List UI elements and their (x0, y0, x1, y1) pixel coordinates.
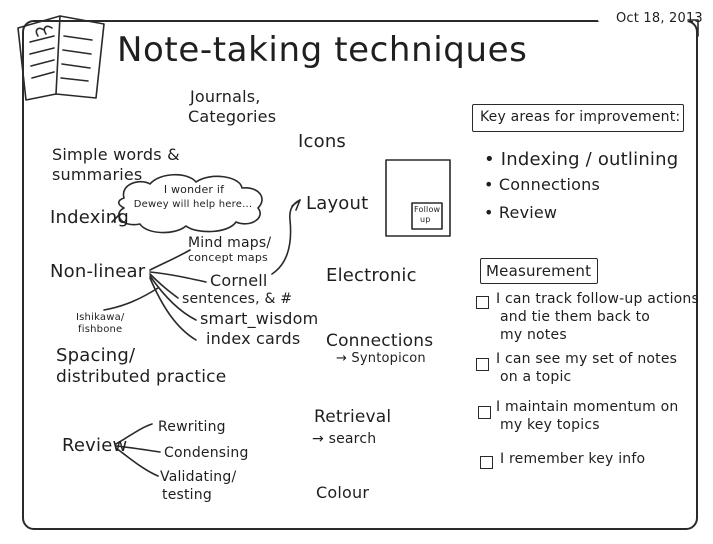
thought-bubble-outline (117, 173, 263, 234)
review-label: Review (62, 435, 128, 456)
bubble-text-line1: I wonder if (163, 183, 225, 196)
measurement-item-2-line2: on a topic (500, 369, 572, 385)
improvement-heading: Key areas for improvement: (480, 109, 681, 125)
layout-label: Layout (306, 193, 369, 214)
measurement-checkbox-4[interactable] (480, 456, 493, 469)
cornell-label: Cornell (210, 271, 268, 290)
improvement-item-connections: • Connections (484, 175, 600, 194)
follow-up-label: Follow (414, 205, 441, 214)
syntopicon-label: → Syntopicon (336, 351, 426, 366)
summaries-label: summaries (52, 165, 143, 184)
electronic-label: Electronic (326, 265, 417, 286)
page-title: Note-taking techniques (117, 30, 528, 70)
page-frame (22, 20, 698, 530)
simple-words-label: Simple words & (52, 145, 180, 164)
non-linear-label: Non-linear (50, 261, 146, 282)
sentences-label: sentences, & # (182, 291, 293, 307)
fishbone-label: fishbone (78, 324, 123, 335)
ishikawa-label: Ishikawa/ (76, 312, 125, 323)
categories-label: Categories (188, 107, 277, 126)
index-cards-label: index cards (206, 329, 301, 348)
journals-label: Journals, (190, 87, 261, 106)
measurement-checkbox-3[interactable] (478, 406, 491, 419)
condensing-label: Condensing (164, 445, 249, 461)
concept-maps-label: concept maps (188, 251, 268, 264)
rewriting-label: Rewriting (158, 419, 226, 435)
improvement-item-indexing: • Indexing / outlining (484, 149, 679, 170)
connections-label: Connections (326, 331, 434, 351)
improvement-item-review: • Review (484, 203, 558, 222)
icons-label: Icons (298, 131, 347, 152)
bubble-text-line2: Dewey will help here... (133, 199, 253, 210)
smart-wisdom-label: smart_wisdom (200, 309, 319, 328)
measurement-heading: Measurement (486, 262, 592, 280)
improvement-heading-box (472, 104, 684, 132)
distributed-practice-label: distributed practice (56, 367, 227, 387)
measurement-checkbox-2[interactable] (476, 358, 489, 371)
measurement-item-1-line1: I can track follow-up actions (496, 291, 699, 307)
measurement-item-3-line2: my key topics (500, 417, 600, 433)
measurement-heading-box (480, 258, 598, 284)
measurement-item-3-line1: I maintain momentum on (496, 399, 679, 415)
indexing-label: Indexing (50, 207, 129, 228)
measurement-item-1-line3: my notes (500, 327, 567, 343)
date-label: Oct 18, 2013 (616, 11, 703, 26)
measurement-checkbox-1[interactable] (476, 296, 489, 309)
spacing-label: Spacing/ (56, 345, 136, 366)
search-label: → search (312, 431, 377, 447)
follow-up-label-2: up (420, 215, 431, 224)
mind-maps-label: Mind maps/ (188, 235, 272, 251)
testing-label: testing (162, 487, 212, 503)
measurement-item-2-line1: I can see my set of notes (496, 351, 678, 367)
notebook-icon (17, 15, 105, 101)
validating-label: Validating/ (160, 469, 237, 485)
retrieval-label: Retrieval (314, 407, 392, 427)
measurement-item-1-line2: and tie them back to (500, 309, 651, 325)
measurement-item-4-line1: I remember key info (500, 451, 646, 467)
colour-label: Colour (316, 483, 370, 502)
